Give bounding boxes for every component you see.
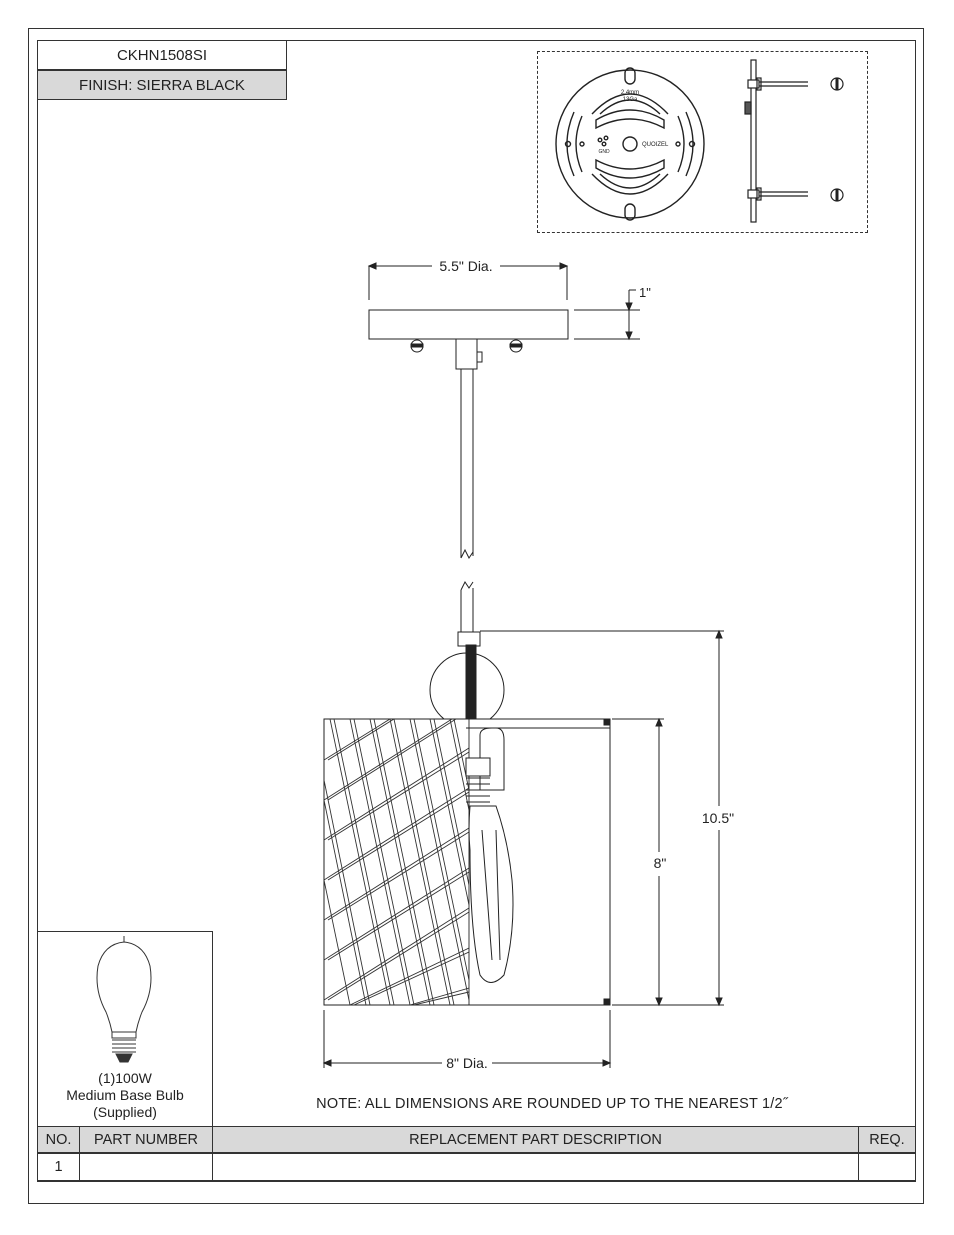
- canopy-height-label: 1": [639, 285, 651, 300]
- dimension-note: NOTE: ALL DIMENSIONS ARE ROUNDED UP TO T…: [316, 1096, 788, 1112]
- shade-height-label: 8": [654, 855, 667, 871]
- gauge-label-2: 13Ga: [623, 97, 638, 103]
- overall-height-label: 10.5": [702, 810, 734, 826]
- outer-border: [28, 28, 924, 1204]
- woven-shade-pattern: [324, 719, 470, 1005]
- mounting-hardware-detail: 2.4mm 13Ga GND QUOIZEL: [537, 51, 868, 233]
- table-row-req: [858, 1153, 916, 1181]
- screw-head-top-icon: [830, 77, 844, 91]
- gauge-label-1: 2.4mm: [621, 90, 639, 96]
- brand-label: QUOIZEL: [642, 142, 669, 148]
- bulb-supplied: (Supplied): [93, 1104, 157, 1120]
- bulb-type: Medium Base Bulb: [66, 1087, 184, 1103]
- table-row-no: 1: [37, 1153, 80, 1181]
- model-number: CKHN1508SI: [37, 40, 287, 70]
- col-header-req: REQ.: [858, 1126, 916, 1153]
- screw-head-bottom-icon: [830, 188, 844, 202]
- drawing-border: [37, 40, 916, 1182]
- table-row-description: [212, 1153, 859, 1181]
- col-header-description: REPLACEMENT PART DESCRIPTION: [212, 1126, 859, 1153]
- canopy: [368, 309, 569, 340]
- table-row-part-number: [79, 1153, 213, 1181]
- canopy-diameter-label: 5.5" Dia.: [439, 258, 492, 274]
- socket-and-bulb: [465, 727, 514, 983]
- mounting-plate-drawing: 2.4mm 13Ga GND QUOIZEL: [555, 59, 844, 223]
- mounting-plate-side: [744, 59, 808, 223]
- col-header-no: NO.: [37, 1126, 80, 1153]
- finish-label: FINISH: SIERRA BLACK: [37, 70, 287, 100]
- col-header-part-number: PART NUMBER: [79, 1126, 213, 1153]
- ground-label: GND: [598, 149, 610, 155]
- shade-diameter-label: 8" Dia.: [446, 1055, 488, 1071]
- bulb-icon: [96, 936, 152, 1063]
- mounting-plate-front: [555, 67, 705, 221]
- bulb-wattage: (1)100W: [98, 1070, 152, 1086]
